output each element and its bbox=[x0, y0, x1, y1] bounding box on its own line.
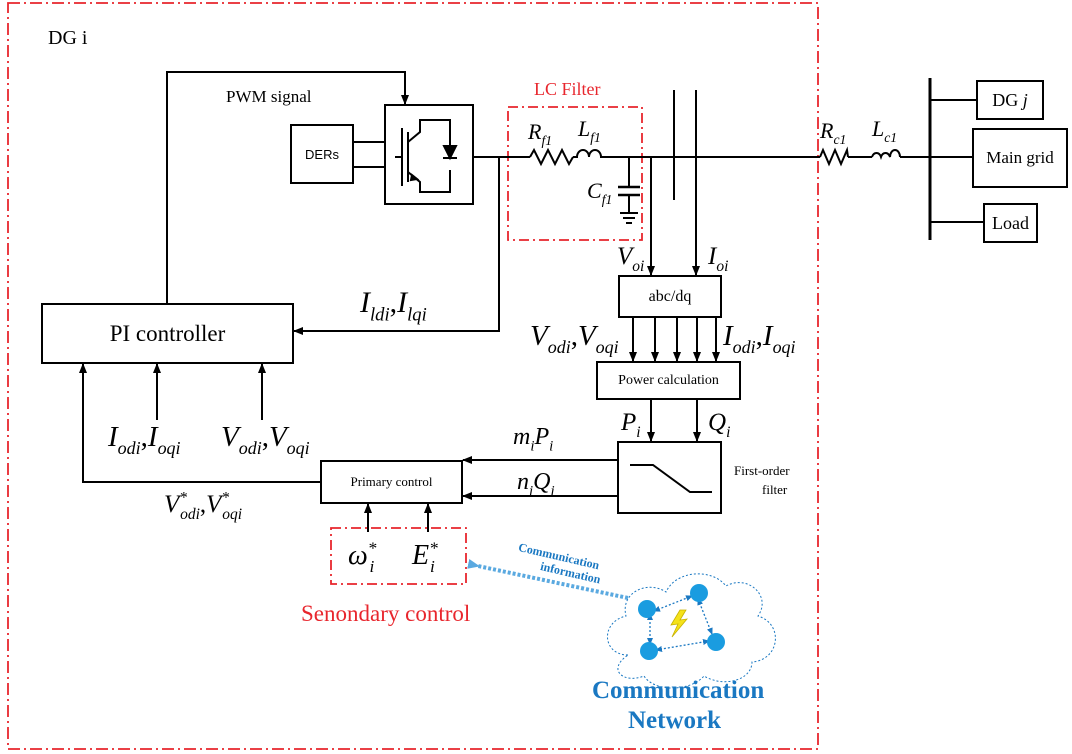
rf1-symbol: Rf1 bbox=[528, 119, 553, 149]
ioi-symbol: Ioi bbox=[708, 243, 729, 275]
primary-control-block: Primary control bbox=[320, 460, 463, 504]
rf1-resistor bbox=[529, 147, 574, 167]
pwm-label: PWM signal bbox=[226, 87, 312, 106]
power-calculation-block: Power calculation bbox=[596, 361, 741, 400]
ders-block: DERs bbox=[290, 124, 354, 184]
pwm-signal-line bbox=[166, 71, 409, 303]
communication-info-arrow bbox=[467, 559, 629, 600]
comm-network-line1: Communication bbox=[592, 677, 765, 704]
v-reference-symbol: V*odi,V*oqi bbox=[164, 489, 242, 523]
cf1-symbol: Cf1 bbox=[587, 178, 613, 208]
lf1-symbol: Lf1 bbox=[578, 116, 601, 146]
lc1-inductor bbox=[871, 149, 901, 161]
e-reference-symbol: E*i bbox=[412, 538, 438, 576]
ildi-ilqi-symbol: Ildi,Ilqi bbox=[360, 286, 427, 326]
abc-dq-block: abc/dq bbox=[618, 275, 722, 318]
rc1-symbol: Rc1 bbox=[820, 118, 847, 148]
lc-filter-label: LC Filter bbox=[534, 79, 601, 99]
secondary-control-boundary bbox=[330, 527, 467, 585]
lc-filter-boundary bbox=[507, 106, 643, 241]
vodi-voqi-upper: Vodi,Voqi bbox=[530, 320, 619, 358]
dg-j-prefix: DG bbox=[992, 89, 1023, 110]
iodi-ioqi-lower: Iodi,Ioqi bbox=[108, 421, 181, 459]
load-block: Load bbox=[983, 203, 1038, 243]
inverter-block bbox=[384, 104, 474, 205]
dg-j-block: DG j bbox=[976, 80, 1044, 120]
lightning-icon bbox=[670, 609, 688, 638]
pi-controller-block: PI controller bbox=[41, 303, 294, 364]
filter-curve-icon bbox=[630, 464, 712, 493]
iodi-ioqi-upper: Iodi,Ioqi bbox=[723, 320, 796, 358]
filter-note-line2: filter bbox=[762, 482, 788, 497]
filter-note-line1: First-order bbox=[734, 463, 790, 478]
network-nodes bbox=[638, 584, 725, 660]
ground-icon bbox=[620, 212, 638, 224]
capacitor-icon bbox=[618, 185, 640, 197]
lf1-inductor bbox=[573, 149, 602, 158]
omega-reference-symbol: ω*i bbox=[348, 538, 377, 576]
main-grid-block: Main grid bbox=[972, 128, 1068, 188]
mi-pi-symbol: miPi bbox=[513, 424, 554, 455]
dg-boundary bbox=[7, 2, 819, 750]
pi-symbol: Pi bbox=[621, 409, 641, 441]
lc1-symbol: Lc1 bbox=[872, 116, 898, 146]
dg-j-var: j bbox=[1022, 89, 1028, 110]
igbt-diode-icon bbox=[395, 119, 458, 193]
ni-qi-symbol: niQi bbox=[517, 469, 555, 500]
rc1-resistor bbox=[819, 146, 849, 167]
secondary-control-label: Senondary control bbox=[301, 601, 471, 626]
dg-title: DG i bbox=[48, 27, 88, 49]
qi-symbol: Qi bbox=[708, 409, 731, 441]
voi-symbol: Voi bbox=[617, 243, 645, 275]
first-order-filter-block bbox=[617, 441, 722, 514]
comm-network-line2: Network bbox=[628, 707, 722, 734]
vodi-voqi-lower: Vodi,Voqi bbox=[221, 421, 310, 459]
